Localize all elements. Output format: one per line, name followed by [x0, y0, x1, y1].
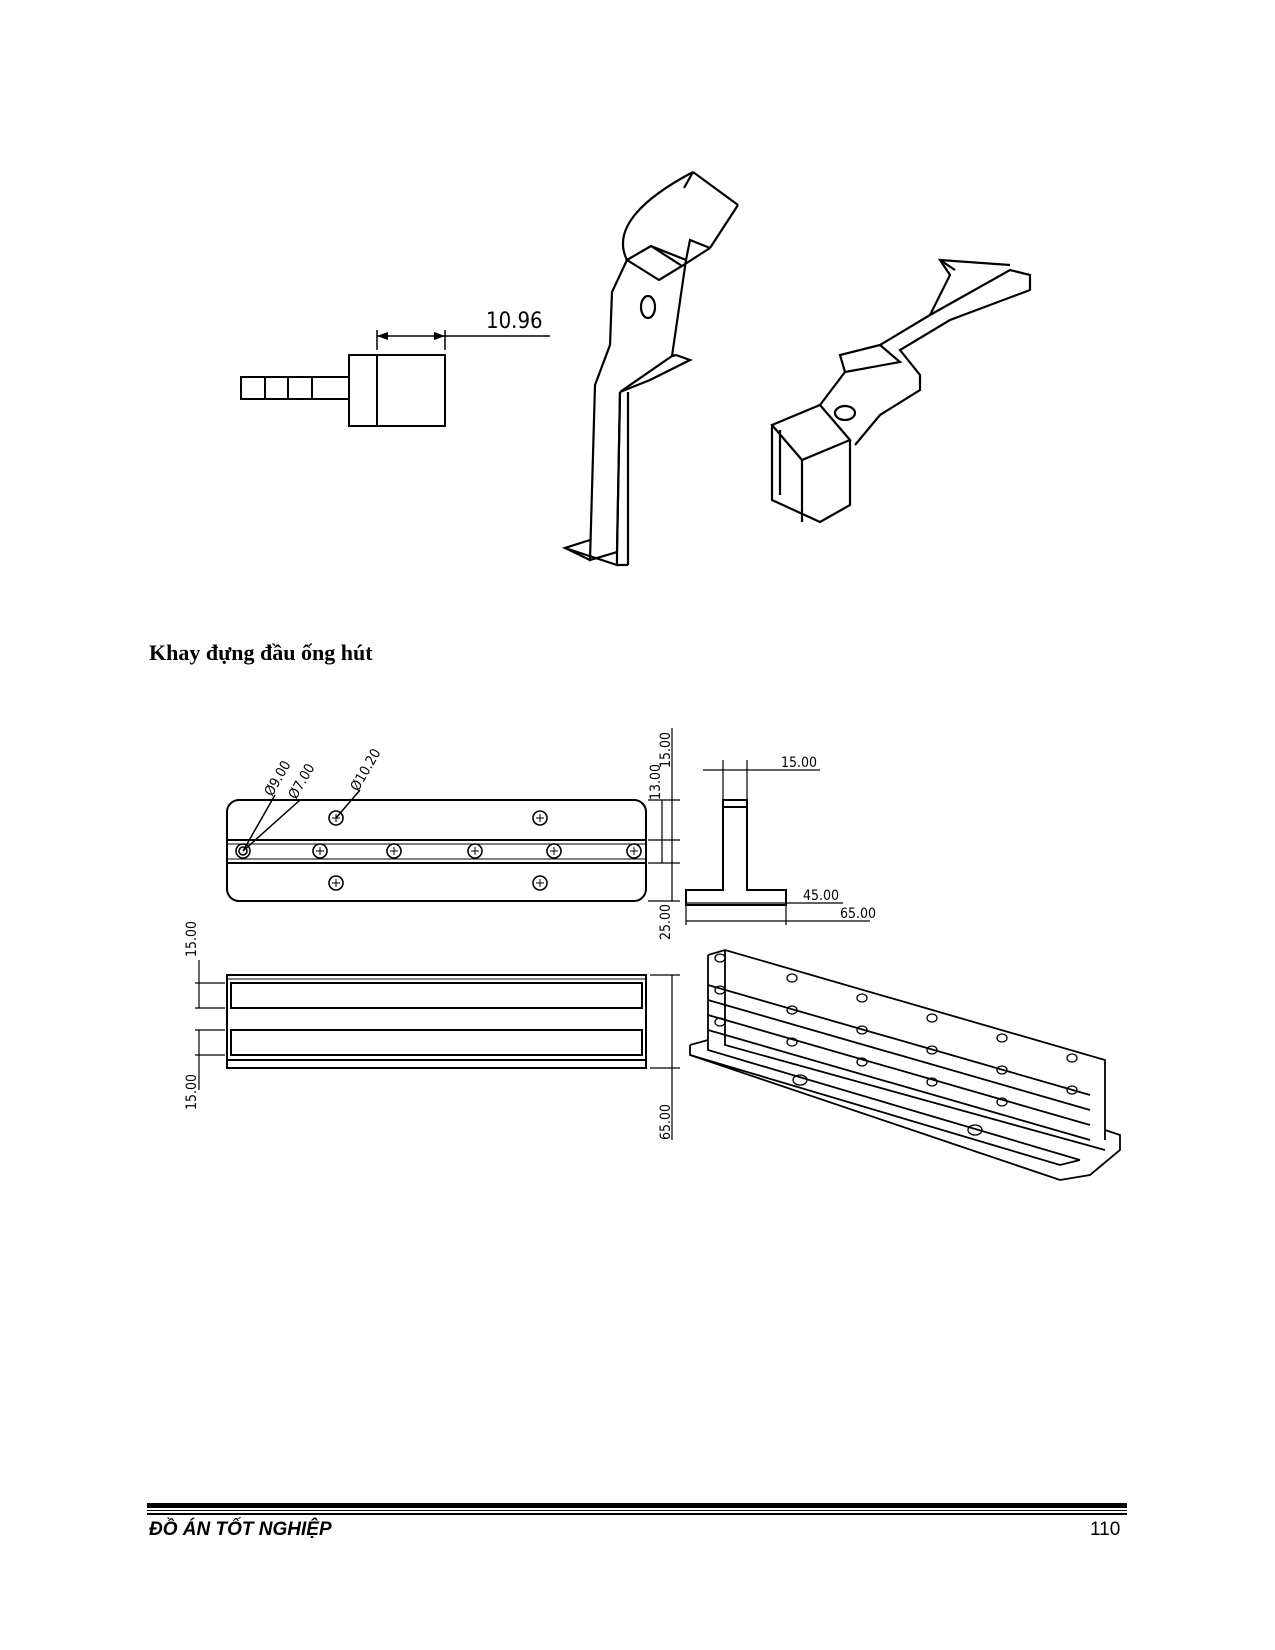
pusher-side-view: 10.96 [240, 309, 550, 427]
dim-15-front-a: 15.00 [184, 921, 200, 957]
dim-13: 13.00 [648, 764, 664, 800]
footer-title: ĐỒ ÁN TỐT NGHIỆP [149, 1519, 332, 1540]
dim-15-side: 15.00 [781, 755, 817, 771]
tray-top-view: Ø9.00 Ø7.00 Ø10.20 15.00 13.00 25.00 [226, 728, 680, 940]
dim-hole-10-2: Ø10.20 [348, 746, 385, 794]
dim-10-96: 10.96 [486, 309, 543, 334]
dim-25: 25.00 [658, 904, 674, 940]
footer-rule-thin [147, 1510, 1127, 1511]
dim-65-front: 65.00 [658, 1104, 674, 1140]
footer-rule-mid [147, 1513, 1127, 1515]
dim-15-top: 15.00 [658, 732, 674, 768]
dim-15-front-b: 15.00 [184, 1074, 200, 1110]
tray-iso-view [689, 949, 1121, 1181]
tray-front-view: 15.00 15.00 65.00 [184, 921, 680, 1140]
dim-45: 45.00 [803, 888, 839, 904]
tray-side-view: 15.00 45.00 65.00 [685, 755, 876, 925]
tray-holes [235, 810, 642, 891]
dim-65-side: 65.00 [840, 906, 876, 922]
section-heading: Khay đựng đầu ống hút [149, 640, 373, 665]
latch-iso [770, 258, 1032, 524]
page-number: 110 [1090, 1519, 1121, 1540]
pusher-arm-iso [562, 171, 739, 567]
footer-rule-thick [147, 1503, 1127, 1508]
